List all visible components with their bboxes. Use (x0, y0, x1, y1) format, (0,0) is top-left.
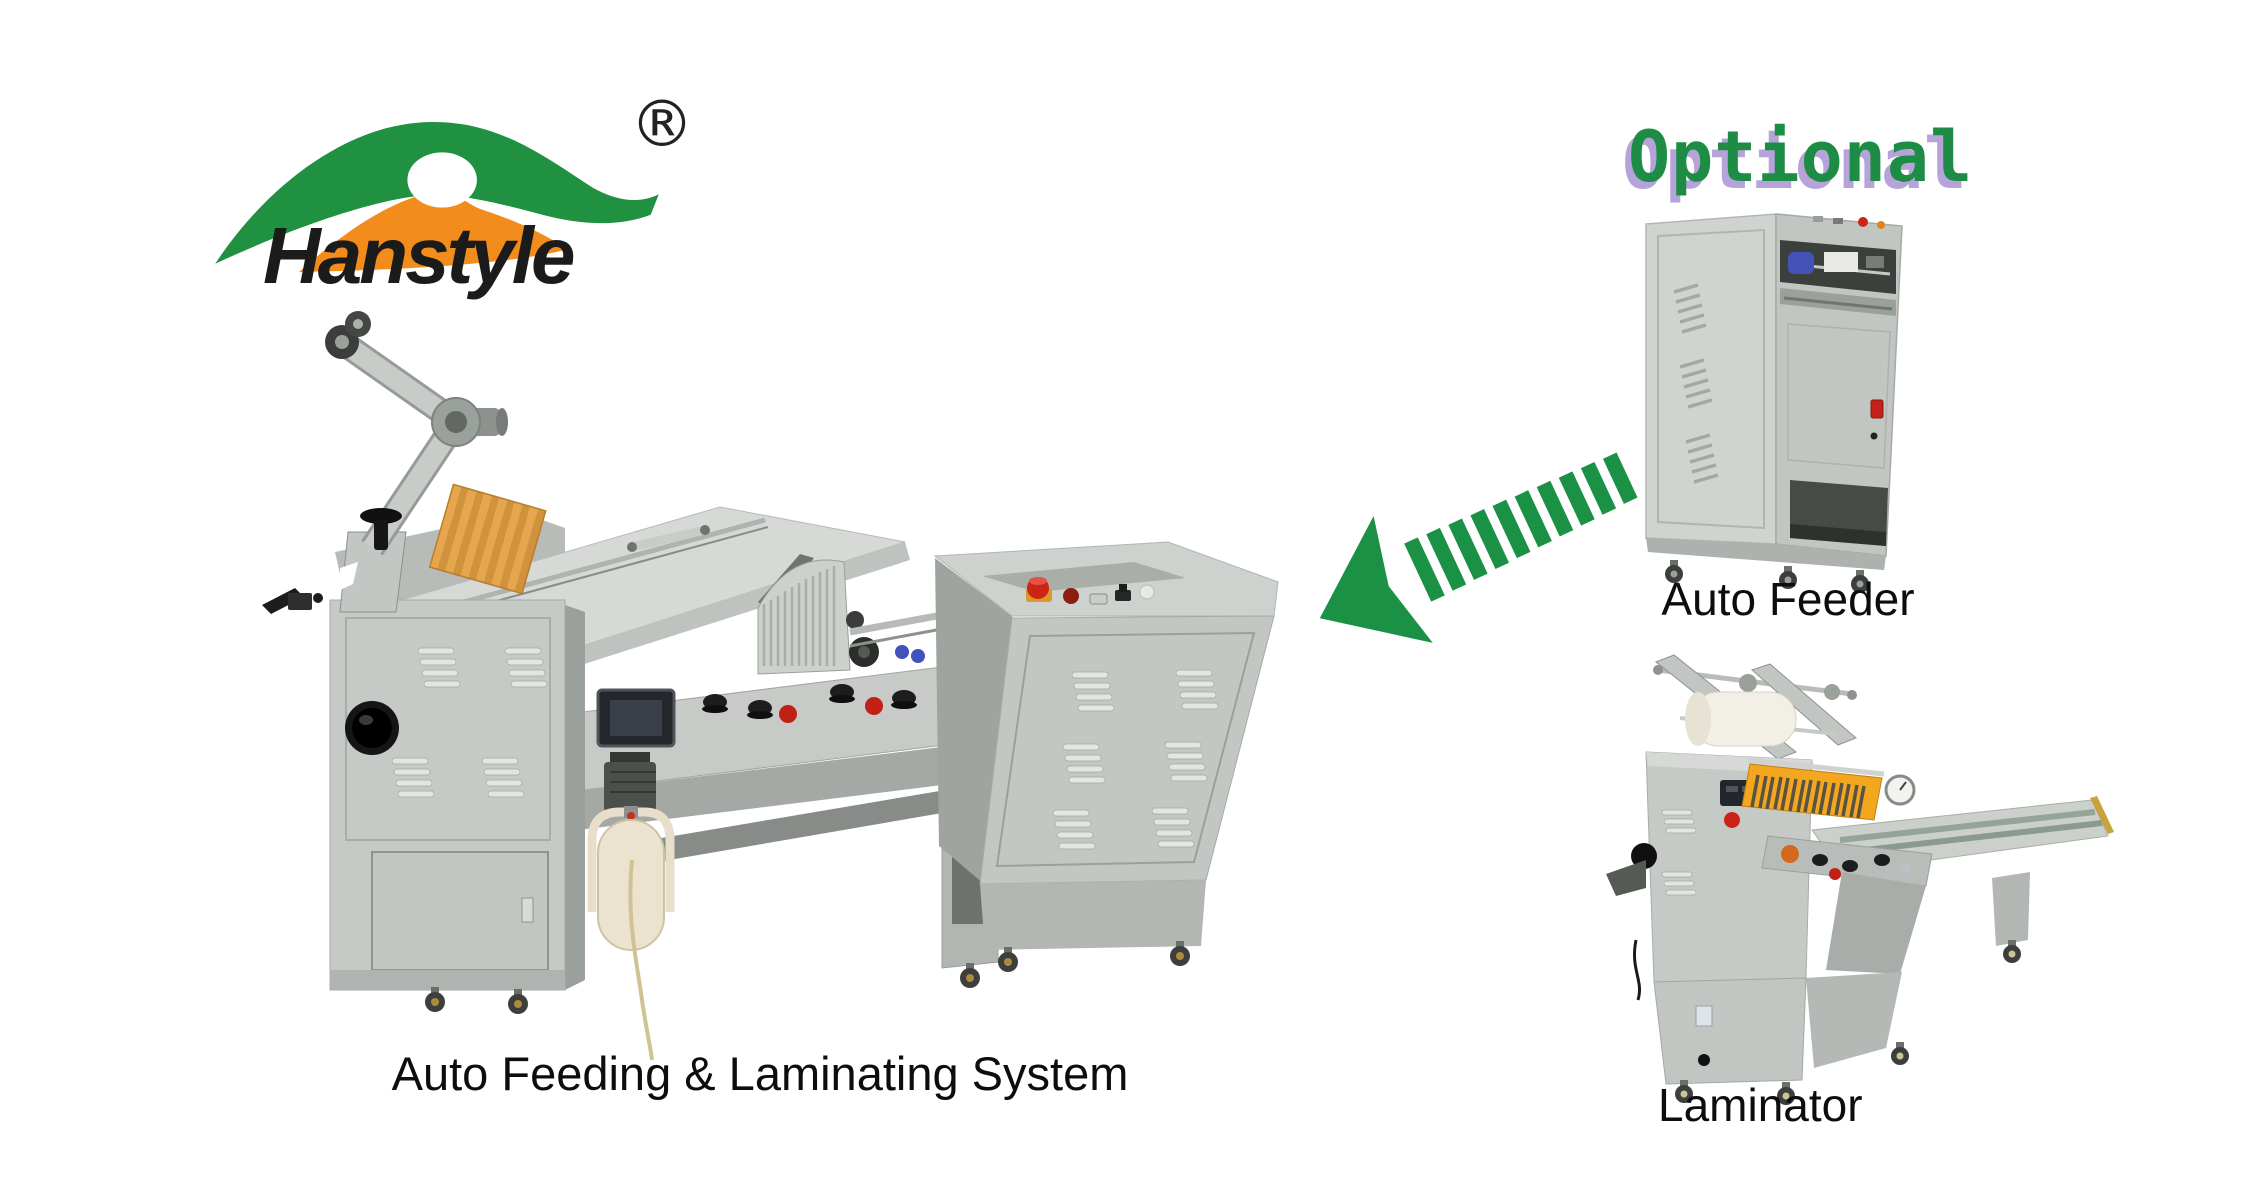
auto-feeder-label: Auto Feeder (1661, 573, 1915, 625)
feeder-slot (1780, 240, 1896, 316)
cabinet-top-buttons (1026, 577, 1155, 605)
paper-fan-accordion (428, 483, 547, 595)
brand-wordmark: Hanstyle (263, 211, 575, 300)
air-compressor-tank (587, 752, 675, 1061)
side-knob (1631, 843, 1657, 869)
tension-arm-assembly (325, 311, 508, 613)
optional-title: Optional (1628, 116, 1974, 198)
deck-roller-bar (630, 525, 707, 552)
logo-orange-mountain (299, 192, 567, 272)
heated-roller-guard (1741, 757, 1916, 821)
air-tube (628, 859, 654, 1061)
main-system-illustration (200, 300, 1320, 1061)
auto-feeder-illustration (1638, 192, 1938, 593)
laminator-label: Laminator (1658, 1079, 1863, 1131)
table-edge-bar (2090, 796, 2114, 834)
red-button (779, 705, 797, 723)
feeder-bottom-cavity (1790, 480, 1888, 546)
breaker-label (1695, 1005, 1713, 1027)
power-cord (1633, 939, 1641, 1001)
logo-sun-hole (407, 152, 477, 208)
hanstyle-logo: Hanstyle (205, 98, 675, 328)
arrow-stripes (1404, 452, 1638, 602)
left-cabinet (329, 599, 585, 1014)
laminator-base (1653, 872, 1926, 1105)
cabinet-door (371, 851, 549, 971)
laminator-illustration (1600, 640, 2120, 1110)
registered-trademark: ® (630, 88, 694, 162)
ribbed-bridge-cover (757, 554, 879, 675)
red-button (1724, 812, 1740, 828)
door-latch (521, 897, 534, 923)
main-system-caption: Auto Feeding & Laminating System (391, 1047, 1129, 1100)
right-cabinet (933, 541, 1279, 972)
feeder-power-switch (1870, 399, 1884, 419)
t-knob (360, 508, 402, 524)
feeder-blue-roller (1788, 252, 1814, 274)
hanstyle-logo-swoosh-icon (215, 122, 659, 272)
side-tray (1606, 860, 1646, 896)
film-roll-assembly (1653, 654, 1857, 760)
red-button (865, 697, 883, 715)
feeder-base (1646, 538, 1886, 593)
optional-arrow (1292, 428, 1692, 668)
feeder-top-buttons (1813, 216, 1885, 229)
arrow-head (1319, 515, 1433, 643)
feeder-front-panel (1787, 323, 1891, 469)
